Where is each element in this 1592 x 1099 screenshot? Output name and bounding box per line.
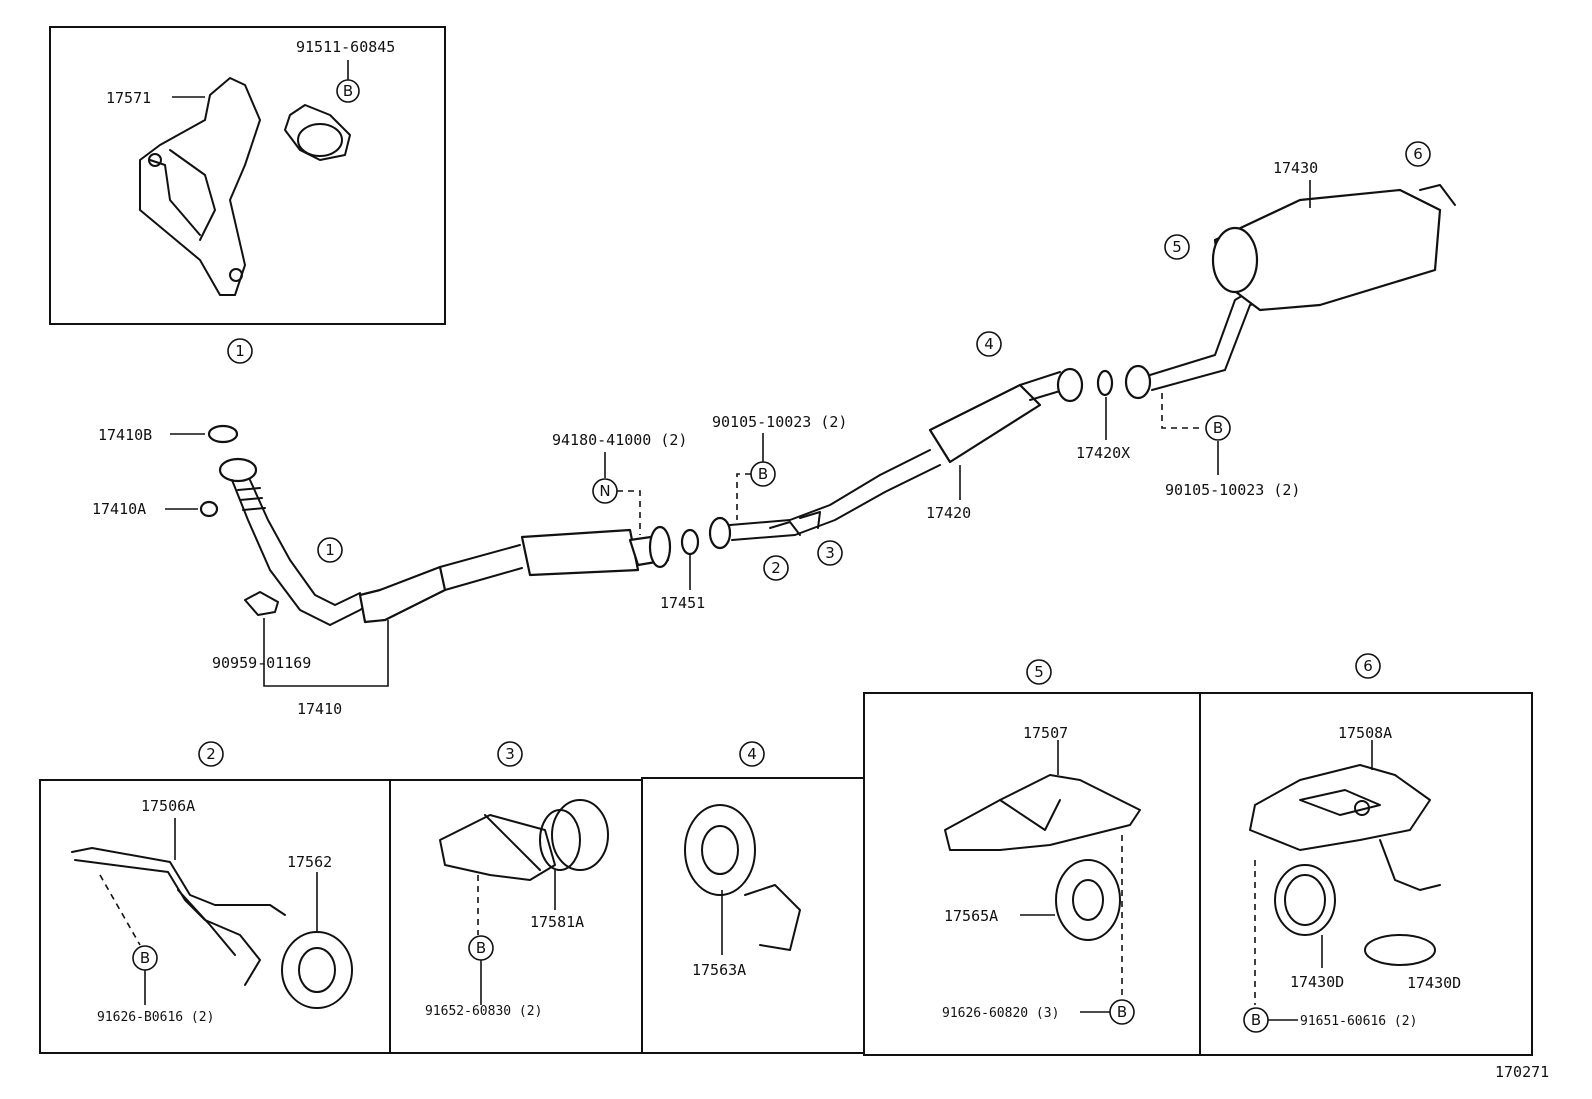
inset-6-box [1199,692,1533,1056]
label-17410A: 17410A [92,500,146,518]
svg-text:B: B [140,949,150,967]
marker-b-inset6: B [1243,1007,1269,1033]
marker-b-inset3: B [468,935,494,961]
marker-5-inset: 5 [1026,659,1052,685]
marker-3-inset: 3 [497,741,523,767]
svg-text:1: 1 [235,342,245,360]
label-94180-41000: 94180-41000 (2) [552,431,687,449]
svg-text:5: 5 [1034,663,1044,681]
label-90959-01169: 90959-01169 [212,654,311,672]
clamp-90959 [244,591,279,616]
label-91626-60820: 91626-60820 (3) [942,1006,1059,1021]
label-17410B: 17410B [98,426,152,444]
svg-text:2: 2 [771,559,781,577]
label-17562: 17562 [287,853,332,871]
center-pipe [708,367,1084,550]
svg-text:B: B [1251,1011,1261,1029]
gasket-17451 [680,528,700,556]
label-17581A: 17581A [530,913,584,931]
marker-2-inset: 2 [198,741,224,767]
svg-text:1: 1 [325,541,335,559]
label-17430: 17430 [1273,159,1318,177]
svg-text:3: 3 [505,745,515,763]
marker-b-main-b: B [1205,415,1231,441]
label-17420: 17420 [926,504,971,522]
hanger-bracket-main [769,511,821,536]
svg-text:3: 3 [825,544,835,562]
svg-text:2: 2 [206,745,216,763]
label-90105-10023-a: 90105-10023 (2) [712,413,847,431]
svg-text:5: 5 [1172,238,1182,256]
label-91511-60845: 91511-60845 [296,38,395,56]
label-17410: 17410 [297,700,342,718]
inset-5-box [863,692,1201,1056]
label-17507: 17507 [1023,724,1068,742]
label-90105-10023-b: 90105-10023 (2) [1165,481,1300,499]
marker-6-main: 6 [1405,141,1431,167]
front-pipe-17410 [199,424,672,626]
marker-5-main: 5 [1164,234,1190,260]
svg-text:B: B [758,465,768,483]
inset-2-box [39,779,391,1054]
marker-2-main: 2 [763,555,789,581]
label-91651-60616: 91651-60616 (2) [1300,1014,1417,1029]
svg-text:6: 6 [1413,145,1423,163]
svg-text:4: 4 [747,745,757,763]
label-17430D-b: 17430D [1407,974,1461,992]
label-17571: 17571 [106,89,151,107]
label-17506A: 17506A [141,797,195,815]
label-17451: 17451 [660,594,705,612]
label-17508A: 17508A [1338,724,1392,742]
marker-b-inset1: B [336,79,360,103]
marker-n: N [592,478,618,504]
marker-b-inset2: B [132,945,158,971]
svg-text:4: 4 [984,335,994,353]
marker-b-main-a: B [750,461,776,487]
marker-3-main: 3 [817,540,843,566]
svg-text:B: B [343,82,353,100]
svg-text:B: B [476,939,486,957]
label-91626-B0616: 91626-B0616 (2) [97,1010,214,1025]
svg-text:N: N [599,482,610,500]
label-17430D-a: 17430D [1290,973,1344,991]
marker-4-main: 4 [976,331,1002,357]
gasket-17420X [1096,369,1114,397]
svg-text:B: B [1117,1003,1127,1021]
tail-pipe-muffler-17430 [1124,184,1456,400]
svg-text:B: B [1213,419,1223,437]
label-91652-60830: 91652-60830 (2) [425,1004,542,1019]
marker-1-main: 1 [317,537,343,563]
marker-4-inset: 4 [739,741,765,767]
sheet-number: 170271 [1495,1063,1549,1081]
marker-b-inset5: B [1109,999,1135,1025]
label-17420X: 17420X [1076,444,1130,462]
inset-4-box [641,777,865,1054]
inset-1-box [49,26,446,325]
marker-1-inset1: 1 [227,338,253,364]
label-17563A: 17563A [692,961,746,979]
svg-text:6: 6 [1363,657,1373,675]
marker-6-inset: 6 [1355,653,1381,679]
label-17565A: 17565A [944,907,998,925]
